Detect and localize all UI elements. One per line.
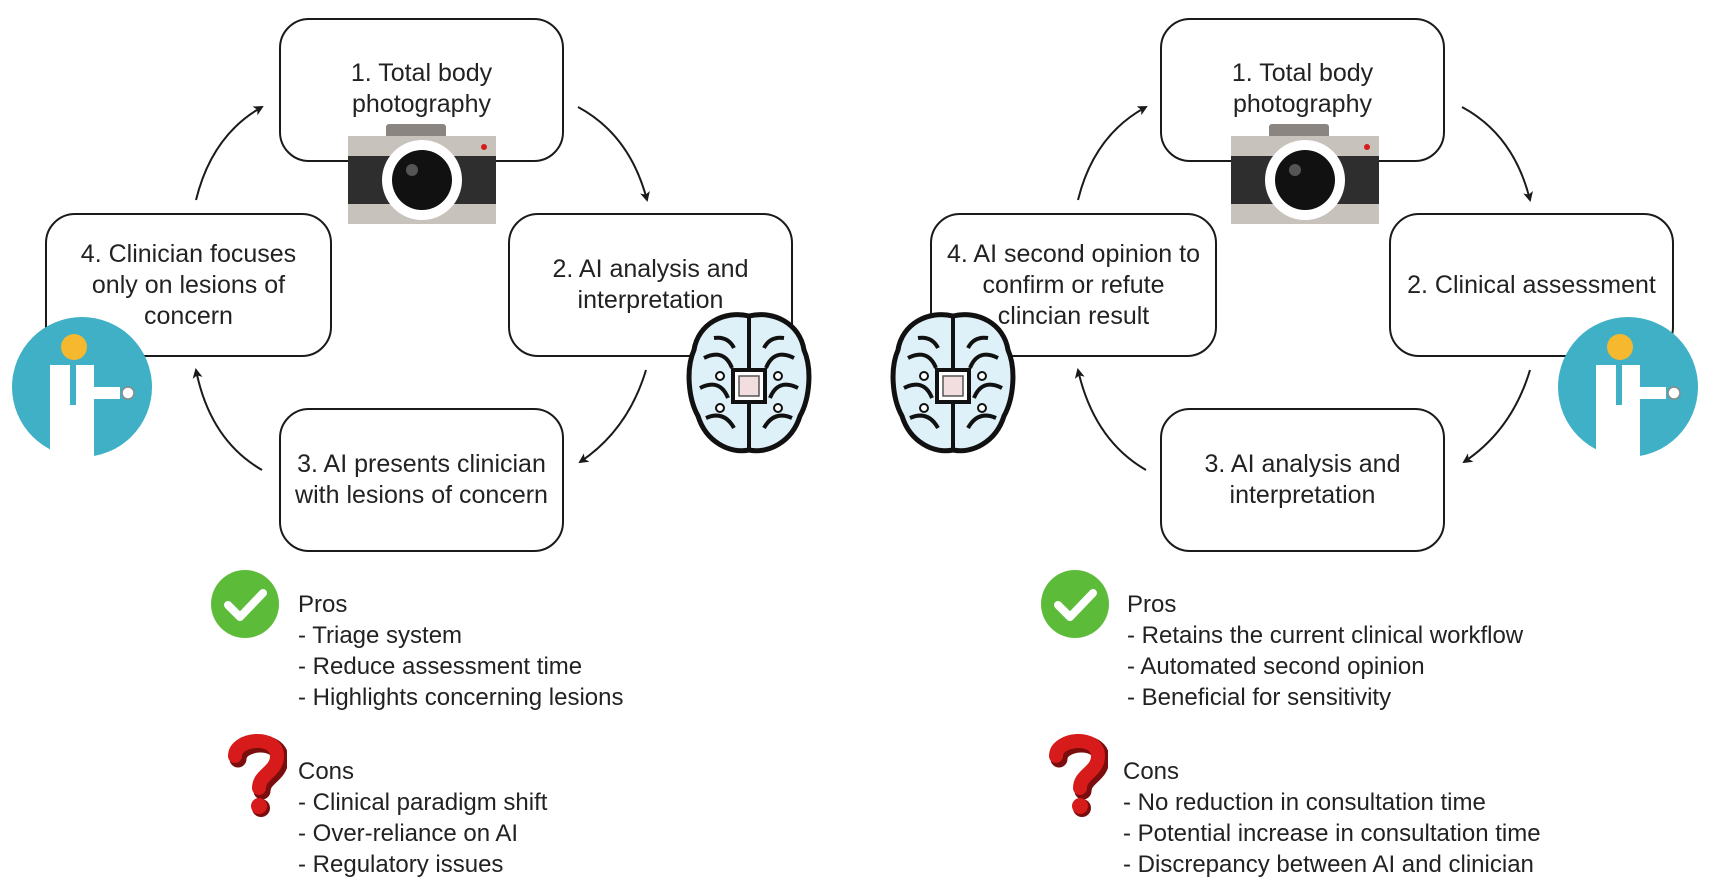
left-cons-item: - Over-reliance on AI <box>298 820 519 847</box>
right-cons-title: Cons <box>1123 758 1180 785</box>
right-pros-item: - Beneficial for sensitivity <box>1127 684 1392 711</box>
left-cons-block: Cons - Clinical paradigm shift - Over-re… <box>298 756 547 880</box>
left-pros-title: Pros <box>298 591 348 618</box>
arrow-3-to-4-left <box>192 368 263 471</box>
camera-icon <box>348 124 496 224</box>
left-cons-title: Cons <box>298 758 355 785</box>
check-circle-icon <box>211 570 279 638</box>
right-pros-block: Pros - Retains the current clinical work… <box>1127 589 1523 713</box>
clinician-icon <box>1558 317 1698 457</box>
right-step-3-box: 3. AI analysis and interpretation <box>1160 408 1445 552</box>
left-step-4-box: 4. Clinician focuses only on lesions of … <box>45 213 332 357</box>
right-pros-item: - Automated second opinion <box>1127 653 1425 680</box>
camera-icon <box>1231 124 1379 224</box>
right-pros-title: Pros <box>1127 591 1177 618</box>
arrow-1-to-2-left <box>577 106 650 202</box>
left-pros-block: Pros - Triage system - Reduce assessment… <box>298 589 624 713</box>
right-pros-item: - Retains the current clinical workflow <box>1127 622 1524 649</box>
brain-chip-icon <box>686 312 812 454</box>
left-cons-item: - Clinical paradigm shift <box>298 789 548 816</box>
clinician-icon <box>12 317 152 457</box>
arrow-1-to-2-right <box>1461 106 1533 202</box>
left-step-2-box: 2. AI analysis and interpretation <box>508 213 793 357</box>
arrow-3-to-4-right <box>1074 368 1147 471</box>
right-cons-item: - Potential increase in consultation tim… <box>1123 820 1541 847</box>
check-circle-icon <box>1041 570 1109 638</box>
right-cons-item: - Discrepancy between AI and clinician <box>1123 851 1534 878</box>
left-pros-item: - Triage system <box>298 622 463 649</box>
right-cons-block: Cons - No reduction in consultation time… <box>1123 756 1541 880</box>
brain-chip-icon <box>890 312 1016 454</box>
question-mark-icon <box>1049 734 1108 817</box>
left-pros-item: - Reduce assessment time <box>298 653 583 680</box>
arrow-4-to-1-right <box>1077 106 1148 201</box>
left-pros-item: - Highlights concerning lesions <box>298 684 624 711</box>
arrow-2-to-3-left <box>578 369 647 464</box>
arrow-4-to-1-left <box>195 106 264 201</box>
right-cons-item: - No reduction in consultation time <box>1123 789 1486 816</box>
question-mark-icon <box>228 734 287 817</box>
left-step-3-box: 3. AI presents clinician with lesions of… <box>279 408 564 552</box>
left-cons-item: - Regulatory issues <box>298 851 504 878</box>
arrow-2-to-3-right <box>1462 369 1531 464</box>
